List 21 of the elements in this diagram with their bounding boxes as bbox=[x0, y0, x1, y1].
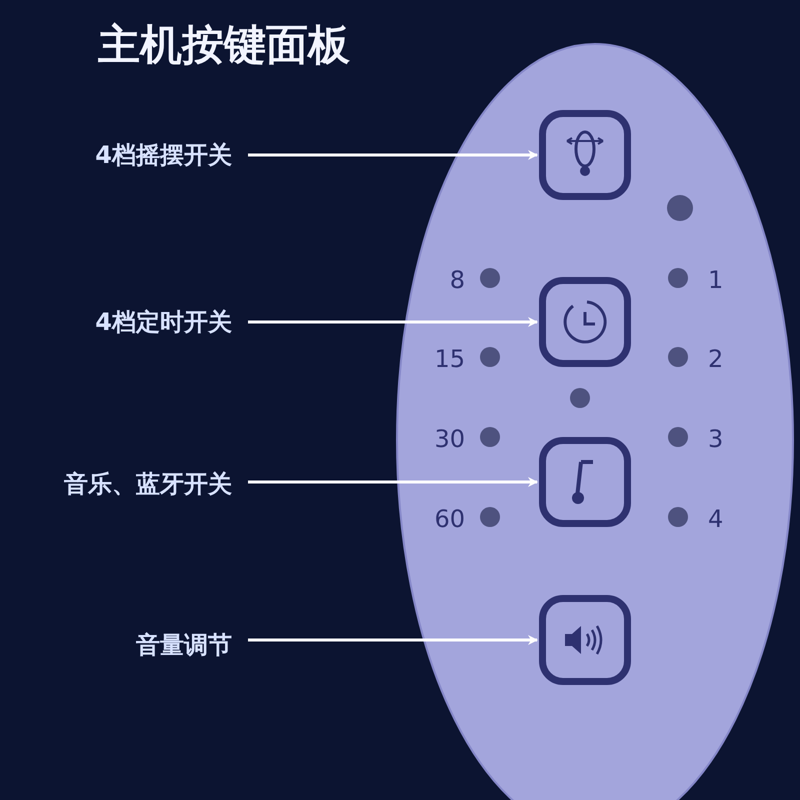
arrow bbox=[248, 635, 538, 645]
arrow bbox=[248, 317, 538, 327]
number-label: 8 bbox=[450, 266, 465, 294]
number-label: 3 bbox=[708, 425, 724, 453]
button-frame bbox=[539, 595, 631, 685]
number-label: 1 bbox=[708, 266, 724, 294]
callout-label: 4档定时开关 bbox=[95, 307, 232, 337]
callout-label: 4档摇摆开关 bbox=[95, 140, 232, 170]
arrow bbox=[248, 477, 538, 487]
number-label: 4 bbox=[708, 505, 724, 533]
button-frame bbox=[539, 110, 631, 200]
arrow bbox=[248, 150, 538, 160]
number-label: 30 bbox=[434, 425, 465, 453]
title: 主机按键面板 bbox=[98, 20, 350, 70]
button-frame bbox=[539, 437, 631, 527]
button-frame bbox=[539, 277, 631, 367]
number-label: 2 bbox=[708, 345, 724, 373]
callout-label: 音量调节 bbox=[136, 630, 232, 660]
number-label: 15 bbox=[434, 345, 465, 373]
number-label: 60 bbox=[434, 505, 465, 533]
callout-label: 音乐、蓝牙开关 bbox=[64, 469, 232, 499]
